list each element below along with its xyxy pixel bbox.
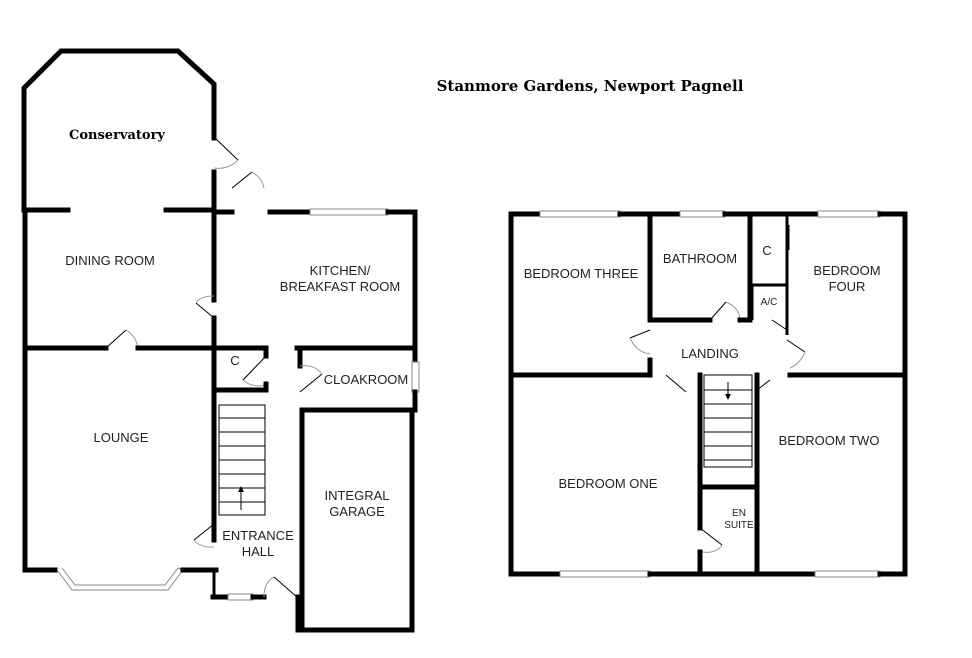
first-floor-plan: BEDROOM THREE BATHROOM C BEDROOM FOUR A/… bbox=[508, 210, 908, 578]
room-label-kitchen: KITCHEN/ bbox=[310, 263, 371, 278]
room-label-bedroom-four-line2: FOUR bbox=[829, 279, 866, 294]
room-label-cloakroom: CLOAKROOM bbox=[324, 372, 409, 387]
room-label-conservatory: Conservatory bbox=[69, 128, 165, 143]
ground-floor-plan: Conservatory DINING ROOM KITCHEN/ BREAKF… bbox=[21, 48, 420, 633]
room-label-cupboard: C bbox=[230, 353, 239, 368]
window bbox=[411, 361, 420, 393]
room-label-lounge: LOUNGE bbox=[94, 430, 149, 445]
window bbox=[227, 593, 254, 601]
room-label-bedroom-two: BEDROOM TWO bbox=[779, 433, 880, 448]
window bbox=[559, 570, 651, 578]
room-label-cupboard-first: C bbox=[762, 243, 771, 258]
room-label-entrance-hall-line2: HALL bbox=[242, 544, 275, 559]
conservatory-wall bbox=[21, 48, 217, 213]
window bbox=[817, 210, 881, 218]
window bbox=[679, 210, 726, 218]
bay-window bbox=[56, 567, 184, 591]
room-label-kitchen-line2: BREAKFAST ROOM bbox=[280, 279, 400, 294]
room-label-bedroom-four: BEDROOM bbox=[813, 263, 880, 278]
room-label-bedroom-one: BEDROOM ONE bbox=[559, 476, 658, 491]
window bbox=[309, 208, 389, 216]
room-label-entrance-hall: ENTRANCE bbox=[222, 528, 294, 543]
staircase bbox=[218, 404, 266, 516]
room-label-bedroom-three: BEDROOM THREE bbox=[524, 266, 639, 281]
room-label-airing-cupboard: A/C bbox=[761, 297, 778, 308]
room-label-dining-room: DINING ROOM bbox=[65, 253, 155, 268]
staircase bbox=[703, 374, 753, 468]
room-label-garage: INTEGRAL bbox=[324, 488, 389, 503]
room-label-ensuite-line2: SUITE bbox=[724, 520, 754, 531]
window bbox=[539, 210, 621, 218]
window bbox=[814, 570, 881, 578]
room-label-bathroom: BATHROOM bbox=[663, 251, 737, 266]
room-label-ensuite: EN bbox=[732, 508, 746, 519]
room-label-garage-line2: GARAGE bbox=[329, 504, 385, 519]
plan-title: Stanmore Gardens, Newport Pagnell bbox=[437, 77, 744, 95]
room-label-landing: LANDING bbox=[681, 346, 739, 361]
